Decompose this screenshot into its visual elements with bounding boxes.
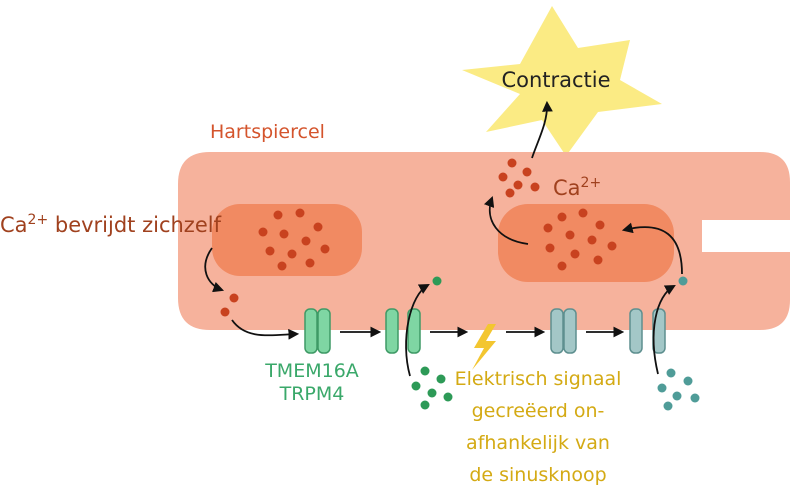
arrow-teal-ion-entry — [652, 284, 676, 375]
signal-label-line3: afhankelijk van — [466, 432, 610, 454]
channel-label-trpm4: TRPM4 — [279, 383, 345, 405]
contraction-label: Contractie — [501, 68, 610, 92]
calcium-ions-right-store — [543, 208, 617, 271]
green-ions — [411, 276, 453, 410]
calcium-store-left — [212, 204, 362, 276]
free-calcium-ions-left — [220, 293, 239, 317]
arrow-green-ion-exit — [405, 283, 430, 377]
channel-label-tmem16a: TMEM16A — [264, 360, 359, 382]
calcium-label: Ca2+ — [553, 175, 601, 200]
released-calcium-ions — [498, 158, 540, 198]
heart-muscle-cell — [178, 152, 790, 330]
lightning-bolt-icon — [472, 324, 496, 370]
ion-channel-green-1 — [304, 308, 331, 354]
arrow-ion-to-store — [621, 222, 683, 275]
arrow-label-to-ions — [204, 247, 225, 293]
arrow-release-to-contraction — [531, 100, 553, 159]
calcium-release-label: Ca2+ bevrijdt zichzelf — [0, 212, 222, 237]
arrow-store-to-release — [483, 195, 529, 245]
signal-label-line2: gecreëerd on- — [472, 400, 605, 422]
teal-ions — [657, 276, 700, 411]
ion-channel-green-2 — [385, 308, 421, 354]
signal-label-line4: de sinusknoop — [469, 464, 606, 486]
cell-label: Hartspiercel — [210, 121, 325, 143]
ion-channel-teal-1 — [550, 308, 577, 354]
contraction-burst — [462, 6, 662, 156]
calcium-ions-left-store — [258, 208, 330, 271]
process-arrows — [204, 100, 683, 377]
signal-label-line1: Elektrisch signaal — [455, 368, 622, 390]
arrow-ions-to-channel — [231, 319, 300, 340]
